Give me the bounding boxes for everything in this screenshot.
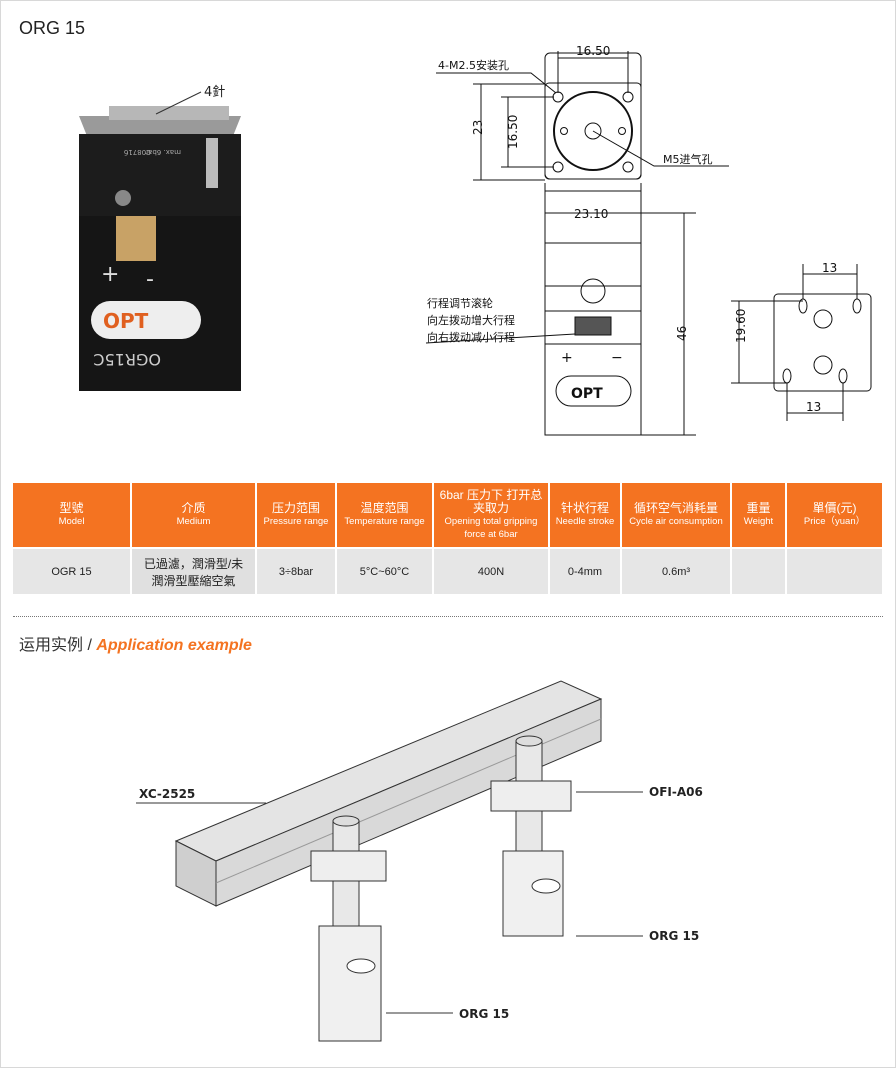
photo-model-mark: OGR15C — [93, 350, 161, 369]
photo-marking-code: C0871б — [124, 148, 151, 156]
top-height-outer: 23 — [471, 120, 485, 135]
cell-model: OGR 15 — [13, 547, 132, 594]
table-row: OGR 15 已過濾，潤滑型/未潤滑型壓縮空氣 3÷8bar 5°C~60°C … — [13, 547, 884, 594]
front-width-dim: 23.10 — [574, 207, 608, 221]
cell-temperature: 5°C~60°C — [336, 547, 434, 594]
bottom-side-dim: 19.60 — [734, 309, 748, 343]
port-label: M5进气孔 — [663, 152, 713, 166]
pin-label: 4針 — [204, 85, 225, 100]
photo-minus: - — [146, 267, 154, 292]
cell-weight — [731, 547, 787, 594]
cell-medium: 已過濾，潤滑型/未潤滑型壓縮空氣 — [131, 547, 257, 594]
label-rail: XC-2525 — [139, 787, 195, 801]
divider — [13, 616, 883, 617]
application-heading: 运用实例 / Application example — [19, 637, 252, 654]
photo-brand: OPT — [103, 309, 149, 333]
holes-label: 4-M2.5安装孔 — [438, 58, 509, 72]
cell-force: 400N — [433, 547, 550, 594]
front-plus: + — [561, 350, 573, 366]
top-width-dim: 16.50 — [576, 44, 610, 58]
technical-drawing: 16.50 4-M2.5安装孔 23 16.50 M5进气孔 23.10 46 … — [425, 44, 872, 436]
stroke-note-1: 行程调节滚轮 — [427, 296, 493, 310]
front-minus: − — [611, 350, 623, 366]
bottom-top-dim: 13 — [822, 261, 837, 275]
top-height-inner: 16.50 — [506, 115, 520, 149]
photo-marking-pressure: max. 6bar — [145, 148, 181, 156]
application-illustration: XC-2525 OFI-A06 ORG 15 ORG 15 — [136, 680, 703, 1042]
label-gripper-right: ORG 15 — [649, 929, 699, 943]
cell-price — [786, 547, 884, 594]
product-photo: OPT + - OGR15C C0871б max. 6bar 4針 — [79, 85, 241, 391]
stroke-note-2: 向左拨动增大行程 — [427, 313, 515, 327]
label-gripper-left: ORG 15 — [459, 1007, 509, 1021]
front-height-dim: 46 — [675, 326, 689, 341]
stroke-note-3: 向右拨动减小行程 — [427, 330, 515, 344]
label-clamp: OFI-A06 — [649, 785, 703, 799]
cell-stroke: 0-4mm — [549, 547, 622, 594]
photo-plus: + — [101, 262, 119, 287]
page-title: ORG 15 — [19, 18, 86, 38]
bottom-bottom-dim: 13 — [806, 400, 821, 414]
cell-air: 0.6m³ — [621, 547, 732, 594]
cell-pressure: 3÷8bar — [256, 547, 337, 594]
front-brand: OPT — [571, 386, 603, 402]
col-header: 單價(元)Price（yuan） — [786, 483, 884, 548]
